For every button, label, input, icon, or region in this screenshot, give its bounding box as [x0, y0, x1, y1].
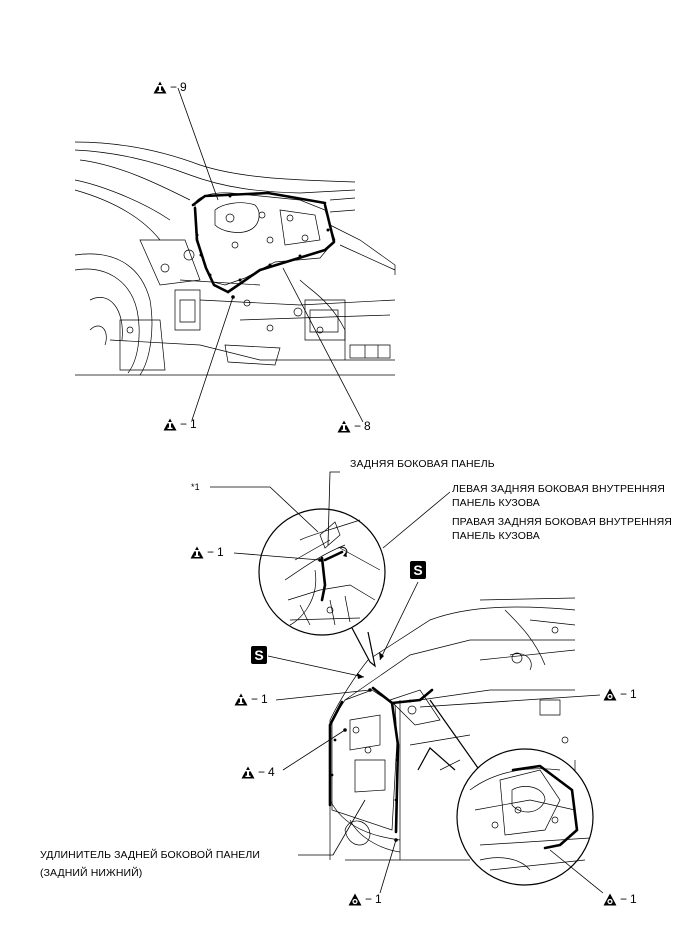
callout-4: − 4 — [241, 765, 275, 779]
callout-number: 1 — [217, 545, 224, 559]
callout-number: 1 — [630, 892, 637, 906]
label-left-inner-2: ПАНЕЛЬ КУЗОВА — [452, 497, 540, 509]
sealer-s-icon: S — [251, 646, 267, 664]
callout-dash: − — [170, 80, 178, 94]
callout-dash: − — [258, 765, 266, 779]
callout-9: − 9 — [153, 80, 187, 94]
circled-triangle-icon — [603, 893, 617, 906]
callout-number: 1 — [261, 692, 268, 706]
label-extension-2: (ЗАДНИЙ НИЖНИЙ) — [40, 867, 143, 879]
callout-dash: − — [354, 419, 362, 433]
callout-number: 1 — [190, 417, 197, 431]
warning-triangle-icon — [163, 418, 177, 431]
circled-triangle-icon — [603, 688, 617, 701]
callout-8: − 8 — [337, 419, 371, 433]
callout-number: 9 — [180, 80, 187, 94]
label-extension-1: УДЛИНИТЕЛЬ ЗАДНЕЙ БОКОВОЙ ПАНЕЛИ — [40, 849, 261, 861]
warning-triangle-icon — [337, 420, 351, 433]
callout-1-circle: − 1 — [190, 545, 224, 559]
callout-dash: − — [365, 892, 373, 906]
callout-number: 1 — [375, 892, 382, 906]
warning-triangle-icon — [241, 766, 255, 779]
label-marker-star1: *1 — [191, 482, 200, 492]
sealer-s-icon: S — [410, 561, 426, 579]
callout-1-bottom-right: − 1 — [603, 892, 637, 906]
callout-1-right: − 1 — [603, 687, 637, 701]
warning-triangle-icon — [234, 693, 248, 706]
label-right-inner-2: ПАНЕЛЬ КУЗОВА — [452, 530, 540, 542]
label-right-inner-1: ПРАВАЯ ЗАДНЯЯ БОКОВАЯ ВНУТРЕННЯЯ — [452, 516, 672, 528]
callout-number: 4 — [268, 765, 275, 779]
label-rear-side-panel: ЗАДНЯЯ БОКОВАЯ ПАНЕЛЬ — [350, 458, 495, 470]
warning-triangle-icon — [190, 546, 204, 559]
callout-dash: − — [251, 692, 259, 706]
callout-1-bottom: − 1 — [348, 892, 382, 906]
callout-1-top: − 1 — [163, 417, 197, 431]
callout-dash: − — [620, 892, 628, 906]
label-left-inner-1: ЛЕВАЯ ЗАДНЯЯ БОКОВАЯ ВНУТРЕННЯЯ — [452, 483, 665, 495]
callout-dash: − — [180, 417, 188, 431]
callout-number: 1 — [630, 687, 637, 701]
callout-1-mid: − 1 — [234, 692, 268, 706]
circled-triangle-icon — [348, 893, 362, 906]
callout-dash: − — [620, 687, 628, 701]
warning-triangle-icon — [153, 81, 167, 94]
callout-dash: − — [207, 545, 215, 559]
callout-number: 8 — [364, 419, 371, 433]
